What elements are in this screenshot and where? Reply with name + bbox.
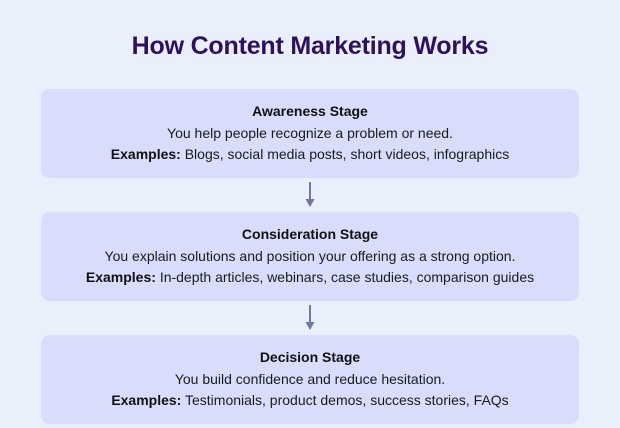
stage-flow: Awareness Stage You help people recogniz… [41, 89, 579, 424]
stage-examples: Examples: Testimonials, product demos, s… [55, 390, 565, 411]
stage-examples: Examples: In-depth articles, webinars, c… [55, 267, 565, 288]
stage-box-decision: Decision Stage You build confidence and … [41, 335, 579, 424]
stage-title: Consideration Stage [241, 226, 379, 242]
examples-label: Examples: [111, 392, 182, 408]
page-title: How Content Marketing Works [131, 32, 489, 60]
stage-box-consideration: Consideration Stage You explain solution… [41, 212, 579, 301]
stage-title: Decision Stage [259, 349, 361, 365]
stage-examples: Examples: Blogs, social media posts, sho… [55, 144, 565, 165]
arrow-down-icon [305, 182, 315, 207]
connector-arrow-2 [41, 301, 579, 335]
examples-value: Blogs, social media posts, short videos,… [184, 146, 510, 162]
stage-box-awareness: Awareness Stage You help people recogniz… [41, 89, 579, 178]
stage-description: You help people recognize a problem or n… [167, 125, 453, 141]
stage-description: You build confidence and reduce hesitati… [174, 371, 446, 387]
examples-label: Examples: [85, 269, 156, 285]
examples-label: Examples: [110, 146, 181, 162]
stage-title: Awareness Stage [252, 103, 368, 119]
examples-value: In-depth articles, webinars, case studie… [159, 269, 535, 285]
stage-description: You explain solutions and position your … [104, 248, 516, 264]
arrow-down-icon [305, 305, 315, 330]
connector-arrow-1 [41, 178, 579, 212]
examples-value: Testimonials, product demos, success sto… [185, 392, 509, 408]
